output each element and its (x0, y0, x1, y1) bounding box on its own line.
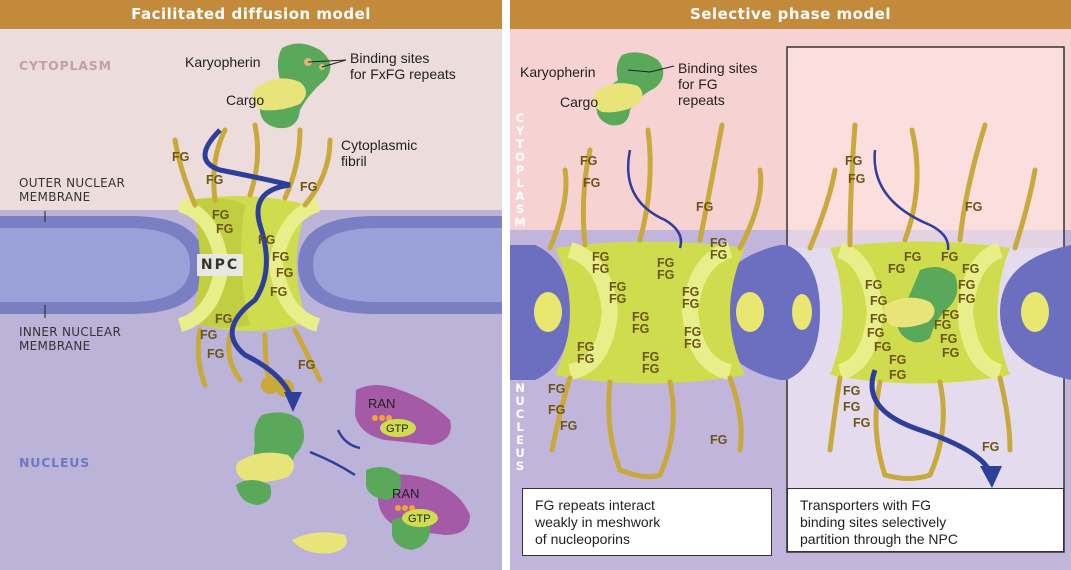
left-panel-title: Facilitated diffusion model (0, 0, 502, 29)
cargo-label: Cargo (560, 94, 599, 110)
fg-label: FG (982, 440, 1000, 454)
cargo-label: Cargo (226, 92, 265, 108)
fg-label: FG (696, 200, 714, 214)
npc-label: NPC (197, 254, 243, 276)
fg-label: FG (609, 280, 627, 294)
fg-label: FG (172, 150, 190, 164)
fg-label: FG (867, 326, 885, 340)
fg-label: FG (276, 266, 294, 280)
fg-label: FG (888, 262, 906, 276)
fg-label: FG (889, 353, 907, 367)
fg-label: FG (642, 350, 660, 364)
fg-label: FG (632, 322, 650, 336)
fg-label: FG (965, 200, 983, 214)
fg-label: FG (577, 352, 595, 366)
ran-label: RAN (368, 396, 396, 411)
fg-label: FG (548, 403, 566, 417)
fg-label: FG (934, 318, 952, 332)
fg-label: FG (207, 347, 225, 361)
fg-label: FG (940, 332, 958, 346)
fg-label: FG (853, 416, 871, 430)
nucleus-label: NUCLEUS (19, 455, 91, 470)
gtp-label: GTP (386, 423, 409, 435)
fg-label: FG (580, 154, 598, 168)
fg-label: FG (870, 294, 888, 308)
fg-label: FG (632, 310, 650, 324)
fg-label: FG (609, 292, 627, 306)
fg-label: FG (710, 236, 728, 250)
right-illustration (510, 0, 1071, 570)
fg-label: FG (270, 285, 288, 299)
fg-label: FG (843, 400, 861, 414)
fg-label: FG (298, 358, 316, 372)
fg-label: FG (962, 262, 980, 276)
fg-label: FG (710, 248, 728, 262)
right-panel-title: Selective phase model (510, 0, 1071, 29)
fg-label: FG (577, 340, 595, 354)
fg-label: FG (710, 433, 728, 447)
fg-label: FG (865, 278, 883, 292)
cytoplasm-label: CYTOPLASM (19, 58, 112, 73)
fg-label: FG (548, 382, 566, 396)
fg-label: FG (889, 368, 907, 382)
fg-label: FG (682, 297, 700, 311)
fg-label: FG (942, 346, 960, 360)
karyopherin-label: Karyopherin (520, 64, 596, 80)
fg-label: FG (848, 172, 866, 186)
ran-label: RAN (392, 486, 420, 501)
fg-label: FG (684, 325, 702, 339)
fg-label: FG (682, 285, 700, 299)
fg-label: FG (258, 233, 276, 247)
fg-label: FG (215, 312, 233, 326)
fg-label: FG (560, 419, 578, 433)
karyopherin-label: Karyopherin (185, 54, 261, 70)
fg-label: FG (904, 250, 922, 264)
fg-label: FG (272, 250, 290, 264)
fg-label: FG (657, 256, 675, 270)
fg-label: FG (642, 362, 660, 376)
fg-label: FG (941, 250, 959, 264)
fg-label: FG (684, 337, 702, 351)
fg-label: FG (212, 208, 230, 222)
gtp-label: GTP (408, 513, 431, 525)
fg-label: FG (592, 250, 610, 264)
fg-label: FG (958, 278, 976, 292)
fg-label: FG (942, 308, 960, 322)
fg-label: FG (870, 312, 888, 326)
fg-label: FG (657, 268, 675, 282)
fg-label: FG (845, 154, 863, 168)
fg-label: FG (592, 262, 610, 276)
fg-label: FG (206, 173, 224, 187)
fg-label: FG (583, 176, 601, 190)
fg-label: FG (958, 292, 976, 306)
left-illustration (0, 0, 502, 570)
fg-label: FG (200, 328, 218, 342)
facilitated-diffusion-panel: Facilitated diffusion model CYTOPLASM NU… (0, 0, 502, 570)
fg-label: FG (843, 384, 861, 398)
fg-label: FG (300, 180, 318, 194)
fg-label: FG (874, 340, 892, 354)
fg-label: FG (216, 222, 234, 236)
